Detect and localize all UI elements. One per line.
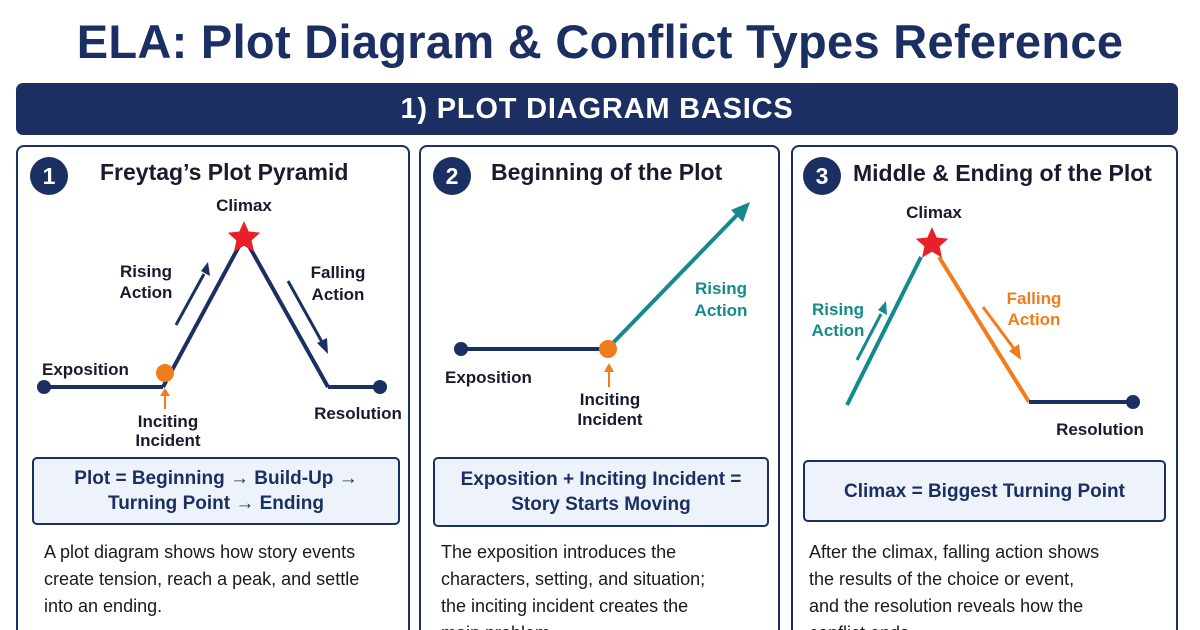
panel-freytag-pyramid: 1 Freytag’s Plot Pyramid Climax Rising A… bbox=[16, 145, 410, 630]
climax-star-icon bbox=[915, 227, 949, 258]
panel-title: Beginning of the Plot bbox=[491, 159, 723, 185]
description-line-2: create tension, reach a peak, and settle bbox=[44, 569, 360, 589]
description-text: After the climax, falling action shows t… bbox=[809, 539, 1169, 630]
plot-line bbox=[44, 236, 380, 389]
rising-action-arrow bbox=[609, 202, 750, 347]
inciting-incident-dot bbox=[599, 340, 617, 358]
summary-line-1: Climax = Biggest Turning Point bbox=[844, 480, 1125, 502]
inciting-pointer-arrow bbox=[604, 363, 614, 387]
panel-middle-ending-of-plot: 3 Middle & Ending of the Plot Climax Ris… bbox=[791, 145, 1178, 630]
rising-action-line bbox=[845, 256, 923, 406]
resolution-label: Resolution bbox=[314, 404, 402, 423]
summary-box: Exposition + Inciting Incident = Story S… bbox=[433, 457, 769, 527]
description-line-4: conflict ends. bbox=[809, 620, 1169, 630]
exposition-dot bbox=[454, 342, 468, 356]
summary-line-1: Exposition + Inciting Incident = bbox=[460, 469, 742, 490]
inciting-pointer-arrow bbox=[160, 388, 170, 409]
description-line-3: into an ending. bbox=[44, 596, 163, 616]
description-line-1: After the climax, falling action shows bbox=[809, 542, 1100, 562]
falling-action-label-line2: Action bbox=[1008, 310, 1061, 329]
rising-action-label-line2: Action bbox=[812, 321, 865, 340]
middle-ending-plot-diagram: Climax Rising Action Falling Action Reso… bbox=[812, 203, 1144, 439]
rising-direction-arrow bbox=[174, 262, 210, 326]
inciting-incident-label-line2: Incident bbox=[577, 410, 643, 429]
inciting-incident-label-line1: Inciting bbox=[580, 390, 640, 409]
inciting-incident-dot bbox=[156, 364, 174, 382]
description-line-1: A plot diagram shows how story events bbox=[44, 542, 356, 562]
exposition-label: Exposition bbox=[42, 360, 129, 379]
rising-action-label-line2: Action bbox=[695, 301, 748, 320]
resolution-dot bbox=[373, 380, 387, 394]
beginning-plot-diagram: Rising Action Exposition Inciting Incide… bbox=[445, 202, 750, 429]
summary-line-2: Turning Point → Ending bbox=[108, 493, 324, 514]
panel-title: Freytag’s Plot Pyramid bbox=[100, 159, 349, 185]
falling-action-label-line1: Falling bbox=[1007, 289, 1062, 308]
summary-line-2: Story Starts Moving bbox=[511, 494, 691, 515]
falling-direction-arrow bbox=[286, 280, 328, 354]
description-line-2: the results of the choice or event, bbox=[809, 569, 1075, 589]
falling-direction-arrow bbox=[981, 306, 1021, 360]
section-label: 1) PLOT DIAGRAM BASICS bbox=[400, 92, 794, 125]
panel-number-badge: 3 bbox=[803, 157, 841, 195]
panel-number-badge: 2 bbox=[433, 157, 471, 195]
description-line-2: characters, setting, and situation; bbox=[441, 569, 706, 589]
falling-action-label-line1: Falling bbox=[311, 263, 366, 282]
rising-direction-arrow bbox=[855, 301, 887, 361]
description-text: The exposition introduces the characters… bbox=[441, 539, 771, 630]
section-header: 1) PLOT DIAGRAM BASICS bbox=[16, 83, 1178, 135]
summary-box: Climax = Biggest Turning Point bbox=[803, 460, 1166, 522]
plot-pyramid-diagram: Climax Rising Action Falling Action Expo… bbox=[37, 196, 402, 450]
climax-star-icon bbox=[227, 221, 261, 252]
falling-action-line bbox=[937, 255, 1031, 404]
description-line-3: the inciting incident creates the bbox=[441, 596, 689, 616]
climax-label: Climax bbox=[216, 196, 272, 215]
summary-line-1: Plot = Beginning → Build-Up → bbox=[74, 468, 358, 489]
description-line-4: main problem. bbox=[441, 620, 771, 630]
panel-number-badge: 1 bbox=[30, 157, 68, 195]
inciting-incident-label-line2: Incident bbox=[135, 431, 201, 450]
rising-action-label-line2: Action bbox=[120, 283, 173, 302]
description-line-1: The exposition introduces the bbox=[441, 542, 677, 562]
exposition-dot bbox=[37, 380, 51, 394]
falling-action-label-line2: Action bbox=[312, 285, 365, 304]
panel-beginning-of-plot: 2 Beginning of the Plot Rising Action Ex… bbox=[419, 145, 780, 630]
inciting-incident-label-line1: Inciting bbox=[138, 412, 198, 431]
exposition-label: Exposition bbox=[445, 368, 532, 387]
description-line-3: and the resolution reveals how the bbox=[809, 596, 1084, 616]
resolution-dot bbox=[1126, 395, 1140, 409]
panel-title: Middle & Ending of the Plot bbox=[853, 160, 1152, 186]
rising-action-label-line1: Rising bbox=[120, 262, 172, 281]
page-title: ELA: Plot Diagram & Conflict Types Refer… bbox=[76, 15, 1124, 68]
climax-label: Climax bbox=[906, 203, 962, 222]
resolution-label: Resolution bbox=[1056, 420, 1144, 439]
rising-action-label-line1: Rising bbox=[695, 279, 747, 298]
rising-action-label-line1: Rising bbox=[812, 300, 864, 319]
summary-box: Plot = Beginning → Build-Up → Turning Po… bbox=[32, 457, 400, 525]
description-text: A plot diagram shows how story events cr… bbox=[44, 539, 394, 620]
